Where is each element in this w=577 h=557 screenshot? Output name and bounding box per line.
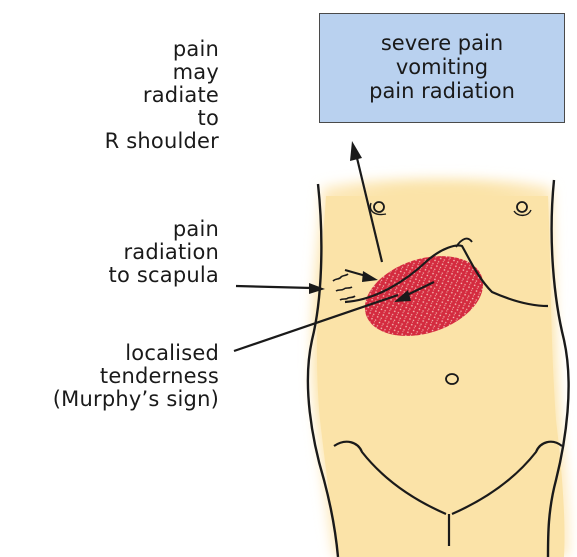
label-line: to: [105, 107, 219, 130]
label-line: radiation: [109, 241, 219, 264]
symptoms-box: severe pain vomiting pain radiation: [319, 13, 565, 123]
symptom-line: vomiting: [320, 55, 564, 79]
label-line: pain: [105, 38, 219, 61]
label-line: R shoulder: [105, 130, 219, 153]
label-line: localised: [53, 342, 219, 365]
label-line: tenderness: [53, 365, 219, 388]
label-line: may: [105, 61, 219, 84]
scapula-radiation-arrow: [236, 283, 325, 294]
label-line: pain: [109, 218, 219, 241]
murphys-sign-label: localised tenderness (Murphy’s sign): [53, 342, 219, 411]
shoulder-radiation-label: pain may radiate to R shoulder: [105, 38, 219, 153]
scapula-radiation-label: pain radiation to scapula: [109, 218, 219, 287]
symptom-line: pain radiation: [320, 79, 564, 103]
label-line: (Murphy’s sign): [53, 388, 219, 411]
label-line: radiate: [105, 84, 219, 107]
label-line: to scapula: [109, 264, 219, 287]
symptom-line: severe pain: [320, 31, 564, 55]
